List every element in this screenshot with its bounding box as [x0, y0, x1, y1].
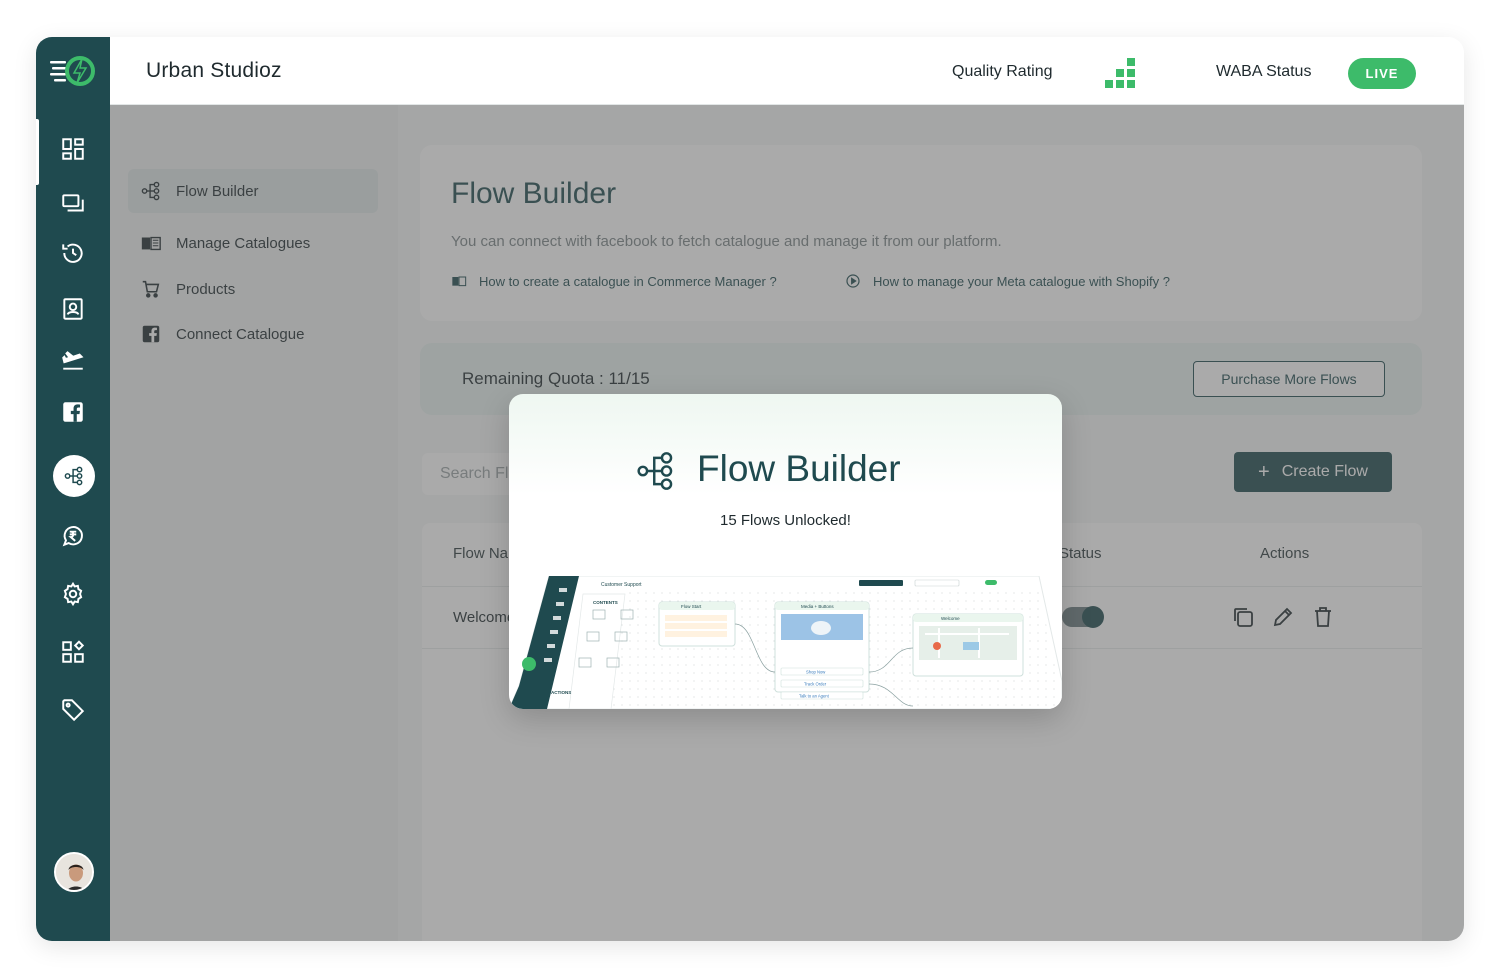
flow-icon — [637, 452, 673, 490]
chat-icon[interactable] — [58, 189, 88, 219]
modal-title: Flow Builder — [697, 448, 901, 489]
preview-button-shop-now: Shop Now — [806, 670, 826, 675]
app-logo — [50, 56, 95, 86]
dashboard-icon[interactable] — [58, 134, 88, 164]
app-window: Urban Studioz Quality Rating WABA Status… — [36, 37, 1464, 941]
user-avatar[interactable] — [54, 852, 94, 892]
preview-section-actions: ACTIONS — [551, 690, 571, 695]
history-icon[interactable] — [58, 238, 88, 268]
preview-node-welcome: Welcome — [941, 616, 960, 621]
campaign-icon[interactable] — [58, 345, 88, 375]
left-rail — [36, 37, 110, 941]
modal-subtitle: 15 Flows Unlocked! — [720, 512, 851, 529]
quality-rating-label: Quality Rating — [952, 63, 1053, 80]
tag-icon[interactable] — [58, 695, 88, 725]
preview-button-track-order: Track Order — [804, 682, 827, 687]
contacts-icon[interactable] — [58, 294, 88, 324]
waba-status-label: WABA Status — [1216, 63, 1312, 80]
integrations-icon[interactable] — [58, 637, 88, 667]
flow-builder-preview-image: Customer Support CONTENTS ACTIONS Flow S… — [509, 576, 1062, 709]
payments-icon[interactable] — [58, 521, 88, 551]
waba-status-badge: LIVE — [1348, 58, 1416, 89]
preview-node-media-buttons: Media + Buttons — [801, 604, 834, 609]
flows-unlocked-modal: Flow Builder 15 Flows Unlocked! Customer… — [509, 394, 1062, 709]
top-header: Urban Studioz Quality Rating WABA Status… — [110, 37, 1464, 105]
settings-icon[interactable] — [58, 579, 88, 609]
facebook-icon[interactable] — [58, 397, 88, 427]
preview-node-flow-start: Flow Start — [681, 604, 702, 609]
rail-active-indicator — [36, 119, 39, 185]
preview-breadcrumb: Customer Support — [601, 582, 642, 588]
quality-rating-icon — [1105, 58, 1135, 88]
preview-section-contents: CONTENTS — [593, 600, 618, 605]
flow-builder-nav-icon[interactable] — [53, 455, 95, 497]
preview-button-talk-to-agent: Talk to an Agent — [799, 694, 830, 699]
brand-name: Urban Studioz — [146, 59, 282, 82]
